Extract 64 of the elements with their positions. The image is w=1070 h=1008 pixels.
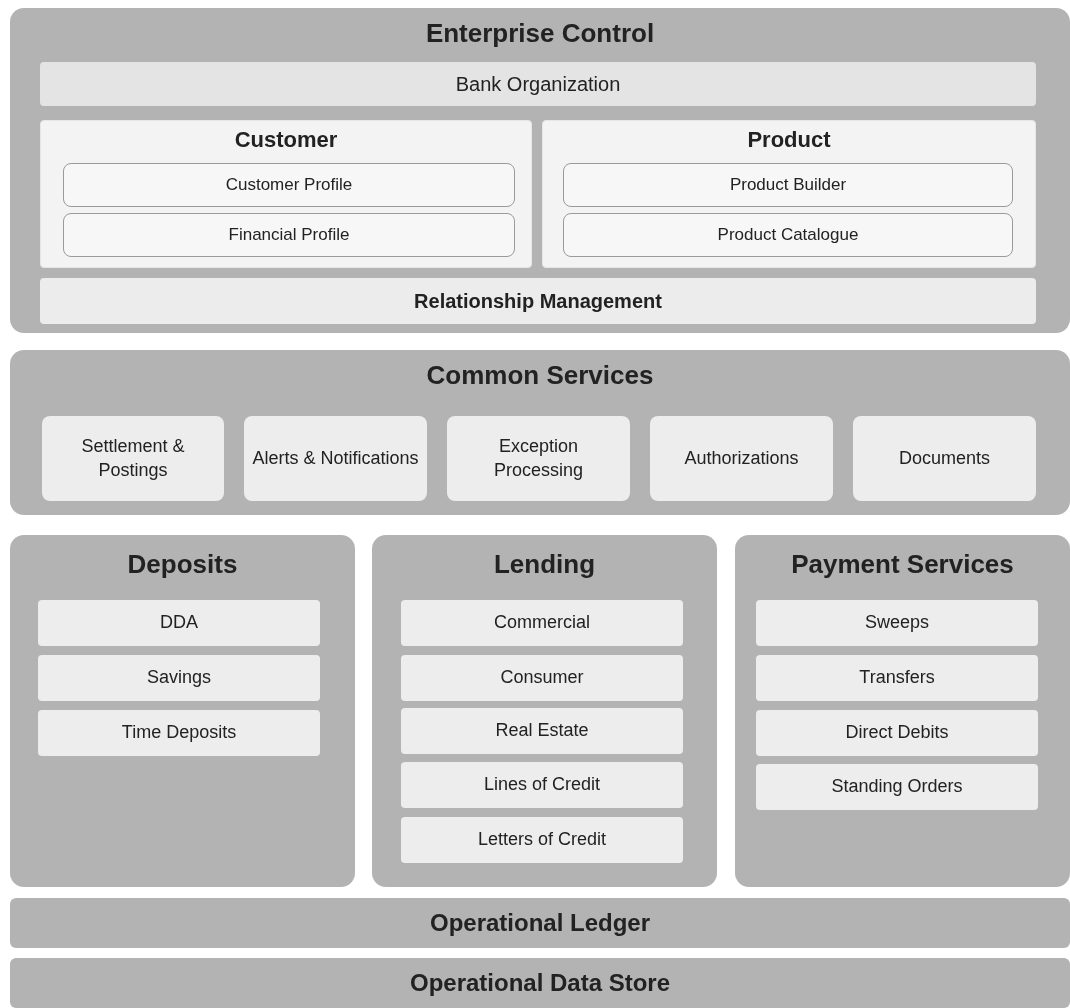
module-label: Letters of Credit — [476, 828, 608, 852]
module-box — [38, 655, 320, 701]
module-label: Relationship Management — [413, 289, 663, 314]
module-box — [756, 710, 1038, 756]
module-box — [563, 163, 1013, 207]
heading: Common Services — [425, 360, 655, 391]
domain-panel — [735, 535, 1070, 887]
module-label: Savings — [145, 666, 212, 690]
module-label: Settlement & Postings — [80, 435, 186, 482]
module-label: Real Estate — [494, 719, 590, 743]
module-label: Sweeps — [863, 611, 930, 635]
heading: Lending — [492, 549, 597, 580]
layer-bar — [10, 898, 1070, 948]
module-box — [38, 710, 320, 756]
module-box — [401, 817, 683, 863]
module-label: Commercial — [493, 611, 591, 635]
module-label: Transfers — [858, 666, 936, 690]
module-label: Time Deposits — [120, 721, 238, 745]
module-label: Operational Ledger — [428, 908, 651, 939]
heading: Deposits — [126, 549, 239, 580]
heading: Enterprise Control — [424, 18, 656, 49]
domain-panel — [10, 535, 355, 887]
module-box — [38, 600, 320, 646]
module-label: Standing Orders — [830, 775, 964, 799]
module-box — [401, 762, 683, 808]
service-box — [447, 416, 630, 501]
module-box — [401, 600, 683, 646]
module-label: Product Catalogue — [716, 223, 860, 246]
module-box — [756, 764, 1038, 810]
module-label: Exception Processing — [492, 435, 584, 482]
module-box — [756, 655, 1038, 701]
module-box — [401, 655, 683, 701]
heading: Customer — [233, 127, 339, 153]
group-panel — [40, 120, 532, 268]
module-box — [563, 213, 1013, 257]
module-band — [40, 278, 1036, 324]
service-box — [853, 416, 1036, 501]
module-band — [40, 62, 1036, 106]
group-panel — [542, 120, 1036, 268]
layer-panel — [10, 8, 1070, 333]
module-box — [756, 600, 1038, 646]
module-box — [401, 708, 683, 754]
module-label: Product Builder — [728, 173, 848, 196]
module-label: Bank Organization — [454, 72, 622, 97]
module-label: DDA — [159, 611, 199, 635]
module-label: Consumer — [499, 666, 585, 690]
module-label: Alerts & Notifications — [251, 446, 420, 470]
heading: Payment Services — [790, 549, 1015, 580]
heading: Product — [746, 127, 832, 153]
service-box — [244, 416, 427, 501]
module-box — [63, 163, 515, 207]
service-box — [42, 416, 224, 501]
module-label: Operational Data Store — [408, 968, 672, 999]
module-label: Documents — [897, 446, 991, 470]
layer-panel — [10, 350, 1070, 515]
module-label: Direct Debits — [844, 721, 950, 745]
service-box — [650, 416, 833, 501]
module-label: Financial Profile — [227, 223, 351, 246]
module-label: Customer Profile — [224, 173, 354, 196]
module-box — [63, 213, 515, 257]
layer-bar — [10, 958, 1070, 1008]
domain-panel — [372, 535, 717, 887]
module-label: Authorizations — [683, 446, 800, 470]
module-label: Lines of Credit — [482, 773, 602, 797]
